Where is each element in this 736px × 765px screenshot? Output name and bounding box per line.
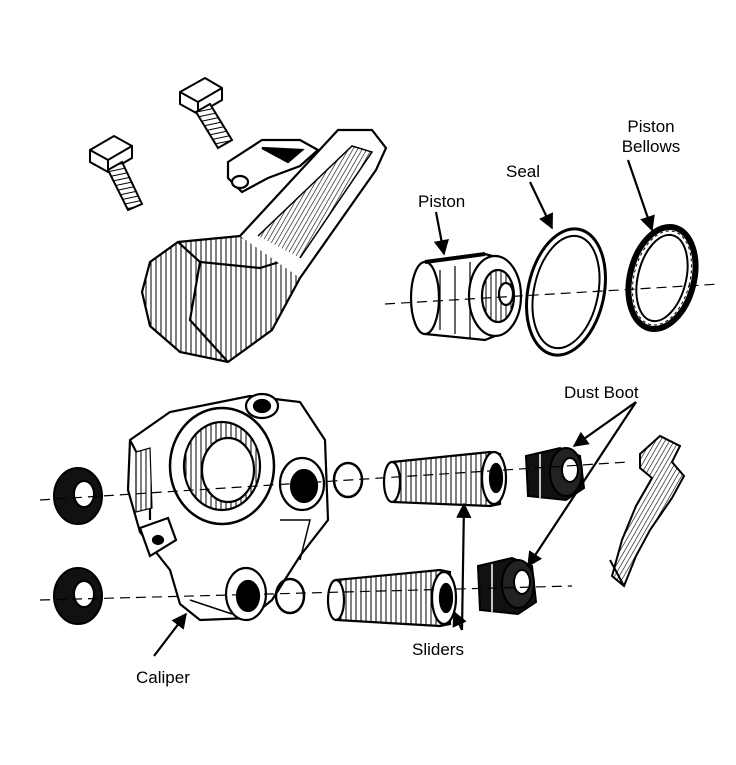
arrow-dust-boot-upper bbox=[572, 401, 637, 447]
caliper-bracket bbox=[140, 128, 388, 364]
arrow-caliper bbox=[153, 612, 187, 657]
leader-arrows bbox=[153, 159, 655, 657]
piston-bellows bbox=[625, 223, 699, 333]
bushing-lower-left bbox=[53, 567, 103, 625]
caliper-body bbox=[126, 392, 330, 622]
label-caliper: Caliper bbox=[136, 668, 190, 687]
arrow-slider-upper bbox=[456, 502, 472, 631]
slider-axis-lower bbox=[39, 585, 573, 601]
label-piston-bellows: Piston Bellows bbox=[606, 117, 696, 157]
slider-lower bbox=[326, 568, 458, 628]
arrow-dust-boot-lower bbox=[527, 401, 637, 568]
seal bbox=[525, 227, 607, 357]
dust-boot-upper bbox=[524, 446, 586, 502]
slider-axis-upper bbox=[39, 461, 629, 501]
slider-upper bbox=[382, 450, 508, 508]
label-sliders: Sliders bbox=[412, 640, 464, 659]
o-ring-upper bbox=[332, 461, 364, 499]
bolt-lower bbox=[89, 134, 144, 212]
arrow-slider-lower bbox=[452, 610, 467, 631]
arrow-seal bbox=[529, 181, 553, 230]
label-piston-bellows-line1: Piston bbox=[627, 117, 675, 136]
arrow-piston bbox=[433, 211, 449, 256]
label-piston: Piston bbox=[418, 192, 466, 211]
piston bbox=[409, 252, 523, 342]
retaining-clip bbox=[609, 434, 686, 588]
label-dust-boot: Dust Boot bbox=[564, 383, 639, 402]
label-piston-bellows-line2: Bellows bbox=[621, 137, 681, 156]
bolt-upper bbox=[179, 76, 234, 150]
arrow-piston-bellows bbox=[626, 159, 655, 232]
bushing-upper-left bbox=[53, 467, 103, 525]
o-ring-lower bbox=[274, 577, 306, 615]
dust-boot-lower bbox=[476, 556, 538, 616]
label-seal: Seal bbox=[506, 162, 541, 181]
piston-axis-line bbox=[384, 283, 721, 305]
